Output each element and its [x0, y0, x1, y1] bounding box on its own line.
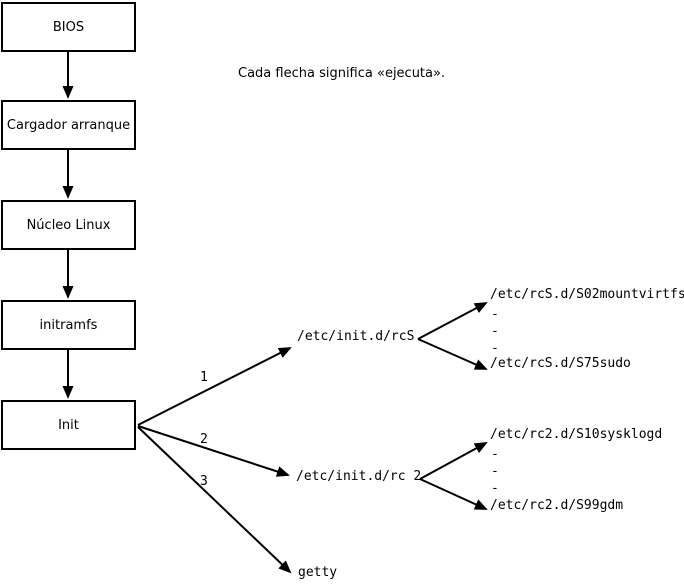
- arrow-init-to-rcs: [137, 347, 292, 426]
- rcs-script-last: /etc/rcS.d/S75sudo: [490, 356, 631, 371]
- rcs-script-ellipsis: - - -: [491, 307, 499, 356]
- arrow-rcs-to-last-script: [417, 338, 488, 370]
- box-initramfs: initramfs: [1, 300, 136, 350]
- target-rc2-label: /etc/init.d/rc 2: [296, 469, 422, 484]
- legend-note: Cada flecha significa «ejecuta».: [238, 66, 446, 81]
- rcs-script-first: /etc/rcS.d/S02mountvirtfs: [490, 287, 684, 302]
- box-bios-label: BIOS: [52, 19, 85, 35]
- box-init: Init: [1, 400, 136, 450]
- branch-label-1: 1: [200, 370, 208, 385]
- rc2-script-ellipsis: - - -: [491, 447, 499, 496]
- arrow-init-to-rc2: [137, 425, 290, 477]
- box-bootloader: Cargador arranque: [1, 100, 136, 150]
- arrow-rcs-to-first-script: [417, 302, 488, 340]
- target-rcs-label: /etc/init.d/rcS: [297, 329, 415, 344]
- branch-label-3: 3: [200, 474, 208, 489]
- box-initramfs-label: initramfs: [39, 317, 98, 333]
- rc2-script-last: /etc/rc2.d/S99gdm: [490, 498, 624, 513]
- box-init-label: Init: [58, 417, 79, 433]
- box-bios: BIOS: [1, 2, 136, 52]
- arrow-rc2-to-first-script: [419, 442, 488, 480]
- arrow-init-to-getty: [137, 426, 292, 574]
- target-getty-label: getty: [298, 565, 338, 580]
- box-kernel: Núcleo Linux: [1, 200, 136, 250]
- arrow-rc2-to-last-script: [419, 478, 488, 510]
- rc2-script-first: /etc/rc2.d/S10sysklogd: [490, 427, 663, 442]
- box-bootloader-label: Cargador arranque: [6, 117, 131, 133]
- box-kernel-label: Núcleo Linux: [26, 217, 111, 233]
- branch-label-2: 2: [200, 432, 208, 447]
